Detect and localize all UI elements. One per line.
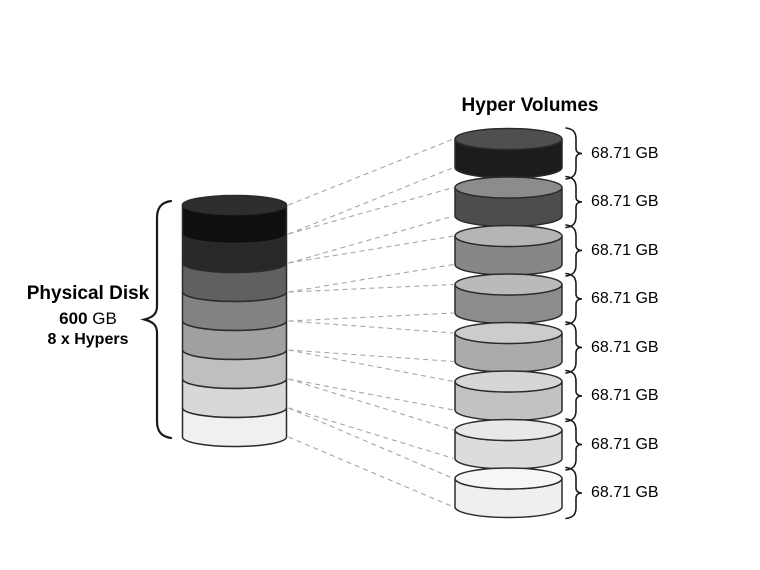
connector-lines [288, 138, 454, 508]
connector-line [288, 349, 454, 363]
volume-brace [565, 224, 583, 277]
physical-disk-capacity: 600 GB [8, 309, 168, 328]
hyper-volumes-title: Hyper Volumes [461, 95, 599, 116]
volume-top-face [454, 418, 563, 442]
connector-line [288, 407, 454, 480]
volume-brace [565, 321, 583, 374]
connector-line [288, 215, 454, 264]
connector-line [288, 407, 454, 460]
volume-top-face [454, 224, 563, 248]
volume-top-face [454, 176, 563, 199]
volume-size-label-2: 68.71 GB [591, 193, 659, 210]
volume-brace [565, 272, 583, 326]
connector-line [288, 312, 454, 322]
volume-size-label-8: 68.71 GB [591, 484, 659, 501]
volume-top-face [454, 467, 563, 490]
hyper-volume-2 [454, 175, 583, 229]
volume-size-label-3: 68.71 GB [591, 241, 659, 259]
capacity-value: 600 [59, 309, 88, 328]
volume-brace [565, 418, 583, 471]
connector-line [288, 263, 454, 293]
physical-disk-brace [140, 199, 173, 440]
volume-brace [565, 127, 583, 180]
physical-disk-label: Physical Disk [26, 283, 150, 304]
connector-line [288, 235, 454, 264]
disk-segment-8 [181, 407, 288, 448]
hyper-volume-3 [454, 224, 583, 277]
physical-disk-annotation: Physical Disk 600 GB 8 x Hypers [8, 283, 168, 349]
hyper-volume-1 [454, 127, 583, 180]
volume-top-face [454, 370, 563, 393]
volume-size-label-4: 68.71 GB [591, 290, 659, 307]
hyper-volume-8 [454, 466, 583, 520]
connector-line [288, 166, 454, 235]
connector-line [288, 138, 454, 206]
capacity-unit: GB [87, 309, 117, 328]
volume-size-label-5: 68.71 GB [591, 338, 659, 356]
volume-brace [565, 369, 583, 423]
physical-disk-cylinder [181, 194, 288, 448]
connector-line [288, 378, 454, 411]
hyper-volume-7 [454, 418, 583, 471]
connector-line [288, 283, 454, 293]
physical-disk-hypers-note: 8 x Hypers [47, 331, 129, 348]
connector-line [288, 186, 454, 235]
volume-top-face [454, 273, 563, 296]
volume-size-label-6: 68.71 GB [591, 387, 659, 404]
volume-top-face [454, 321, 563, 345]
connector-line [288, 349, 454, 383]
hyper-volume-4 [454, 272, 583, 326]
hyper-volume-6 [454, 369, 583, 423]
connector-line [288, 436, 454, 508]
connector-line [288, 320, 454, 334]
volume-size-label-1: 68.71 GB [591, 144, 659, 162]
disk-top-face [181, 194, 288, 216]
volume-brace [565, 466, 583, 520]
volume-top-face [454, 127, 563, 151]
volume-size-label-7: 68.71 GB [591, 435, 659, 453]
volume-brace [565, 175, 583, 229]
connector-line [288, 378, 454, 431]
hyper-volume-5 [454, 321, 583, 374]
